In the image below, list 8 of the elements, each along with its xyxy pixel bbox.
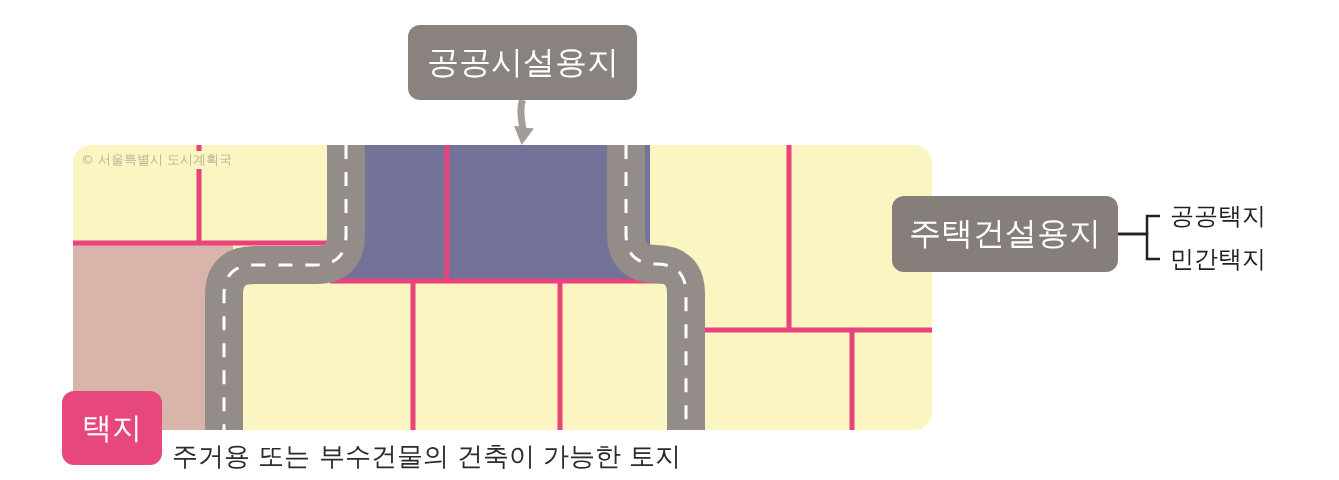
definition-text: 주거용 또는 부수건물의 건축이 가능한 토지 <box>172 441 682 471</box>
callout-label: 주택건설용지 <box>892 196 1118 272</box>
category-text: 민간택지 <box>1160 245 1272 273</box>
category-text: 공공택지 <box>1160 202 1272 230</box>
term-heading: 택지 <box>62 391 162 465</box>
bracket-connector <box>1118 232 1160 261</box>
callout-label: 공공시설용지 <box>408 25 637 100</box>
arrow <box>513 99 534 145</box>
